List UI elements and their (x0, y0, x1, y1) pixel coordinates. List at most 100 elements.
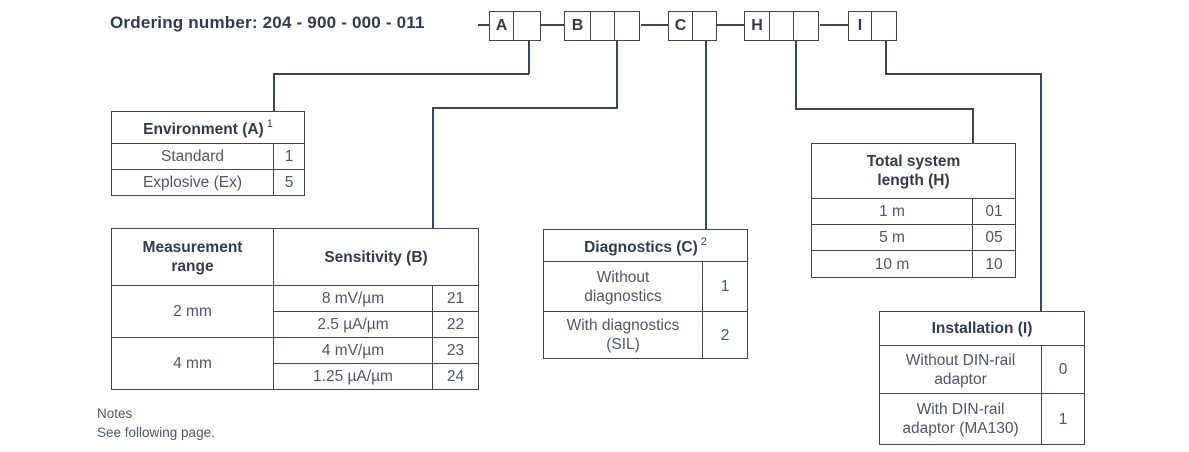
dash-c-h (717, 24, 744, 26)
connector-i-into-table (1040, 73, 1042, 312)
connector-b-drop (616, 40, 618, 108)
environment-row-explosive: Explosive (Ex) 5 (111, 169, 305, 196)
connector-h-drop (795, 40, 797, 109)
code-cell-h2 (793, 11, 819, 41)
option-code: 5 (273, 169, 305, 196)
length-row-5m: 5 m 05 (811, 224, 1016, 251)
environment-table-title: Environment (A)1 (111, 111, 305, 144)
option-label: With DIN-rail adaptor (MA130) (879, 393, 1042, 445)
option-code: 21 (431, 285, 480, 312)
code-letter-c: C (668, 11, 693, 41)
length-row-10m: 10 m 10 (811, 250, 1016, 278)
sensitivity-row-22: 2.5 µA/µm 22 (112, 311, 480, 338)
dash-h-i (820, 24, 848, 26)
option-code: 22 (431, 311, 480, 338)
length-title-text: Total system length (H) (866, 153, 961, 189)
connector-i-drop (885, 40, 887, 74)
diagnostics-row-with: With diagnostics (SIL) 2 (543, 311, 748, 359)
connector-b-horizontal (432, 107, 618, 109)
option-label-text: With DIN-rail adaptor (MA130) (902, 401, 1019, 437)
footnote-ref-1: 1 (266, 117, 273, 130)
option-label-text: With diagnostics (SIL) (566, 317, 680, 353)
option-label: Standard (111, 143, 274, 170)
installation-table-title: Installation (I) (879, 311, 1085, 346)
code-cell-c (691, 11, 717, 41)
diagnostics-header-row: Diagnostics (C)2 (543, 229, 748, 262)
code-cell-h1 (768, 11, 795, 41)
code-cell-a (512, 11, 541, 41)
dash-a-b (540, 24, 564, 26)
notes-text: See following page. (97, 425, 215, 440)
code-letter-i: I (848, 11, 872, 41)
sensitivity-row-23: 4 mm 4 mV/µm 23 (111, 337, 480, 390)
connector-b-into-table (432, 107, 434, 229)
measurement-range-header-text: Measurement range (142, 239, 243, 275)
code-cell-b1 (589, 11, 616, 41)
connector-h-into-table (972, 108, 974, 144)
option-label: 2.5 µA/µm (273, 311, 433, 338)
environment-header-row: Environment (A)1 (111, 111, 305, 144)
title-dash (478, 24, 489, 26)
option-code: 10 (972, 250, 1016, 278)
connector-i-horizontal (885, 73, 1041, 75)
length-header-row: Total system length (H) (811, 143, 1016, 199)
option-label: Without DIN-rail adaptor (879, 345, 1042, 394)
code-group-i: I (848, 11, 897, 41)
option-label: Explosive (Ex) (111, 169, 274, 196)
diagnostics-table: Diagnostics (C)2 Without diagnostics 1 W… (543, 229, 748, 359)
page-title: Ordering number: 204 - 900 - 000 - 011 (110, 13, 425, 32)
option-label-text: Without DIN-rail adaptor (905, 351, 1016, 388)
length-row-1m: 1 m 01 (811, 198, 1016, 225)
option-label: With diagnostics (SIL) (543, 311, 703, 359)
code-group-h: H (744, 11, 819, 41)
range-2mm-cell: 2 mm (111, 285, 274, 338)
installation-header-row: Installation (I) (879, 311, 1085, 346)
code-group-b: B (564, 11, 640, 41)
code-group-a: A (489, 11, 541, 41)
option-code: 2 (702, 311, 748, 359)
code-cell-b2 (614, 11, 640, 41)
option-label: 8 mV/µm (273, 285, 433, 312)
option-label-text: Without diagnostics (584, 268, 662, 305)
connector-a-into-table (273, 73, 275, 112)
option-code: 24 (431, 363, 480, 390)
sensitivity-header-row: Measurement range Sensitivity (B) (111, 228, 480, 286)
installation-row-without: Without DIN-rail adaptor 0 (879, 345, 1085, 394)
option-code: 1 (1041, 393, 1085, 445)
environment-table: Environment (A)1 Standard 1 Explosive (E… (111, 111, 305, 196)
connector-a-drop (528, 40, 530, 74)
option-label: 5 m (811, 224, 973, 251)
option-code: 01 (972, 198, 1016, 225)
code-letter-b: B (564, 11, 591, 41)
dash-b-c (641, 24, 668, 26)
diagnostics-title-text: Diagnostics (C) (584, 239, 698, 257)
installation-row-with: With DIN-rail adaptor (MA130) 1 (879, 393, 1085, 445)
option-code: 0 (1041, 345, 1085, 394)
code-cell-i (870, 11, 897, 41)
footnote-ref-2: 2 (700, 235, 707, 248)
option-label: 4 mV/µm (273, 337, 433, 364)
option-code: 1 (273, 143, 305, 170)
length-table: Total system length (H) 1 m 01 5 m 05 10… (811, 143, 1016, 278)
code-letter-h: H (744, 11, 770, 41)
environment-row-standard: Standard 1 (111, 143, 305, 170)
diagnostics-row-without: Without diagnostics 1 (543, 261, 748, 312)
option-code: 1 (702, 261, 748, 312)
option-label: 1.25 µA/µm (273, 363, 433, 390)
environment-title-text: Environment (A) (143, 121, 264, 139)
sensitivity-table-title: Sensitivity (B) (272, 228, 480, 286)
option-code: 05 (972, 224, 1016, 251)
connector-h-horizontal (795, 108, 973, 110)
measurement-range-header: Measurement range (111, 228, 274, 286)
sensitivity-table: Measurement range Sensitivity (B) 2 mm 8… (111, 228, 480, 390)
option-label: 1 m (811, 198, 973, 225)
sensitivity-row-24: 1.25 µA/µm 24 (112, 363, 480, 390)
code-group-c: C (668, 11, 717, 41)
length-table-title: Total system length (H) (811, 143, 1016, 199)
range-4mm-cell: 4 mm (111, 337, 274, 390)
connector-c-drop (705, 40, 707, 230)
installation-table: Installation (I) Without DIN-rail adapto… (879, 311, 1085, 445)
connector-a-horizontal (273, 73, 529, 75)
option-label: Without diagnostics (543, 261, 703, 312)
